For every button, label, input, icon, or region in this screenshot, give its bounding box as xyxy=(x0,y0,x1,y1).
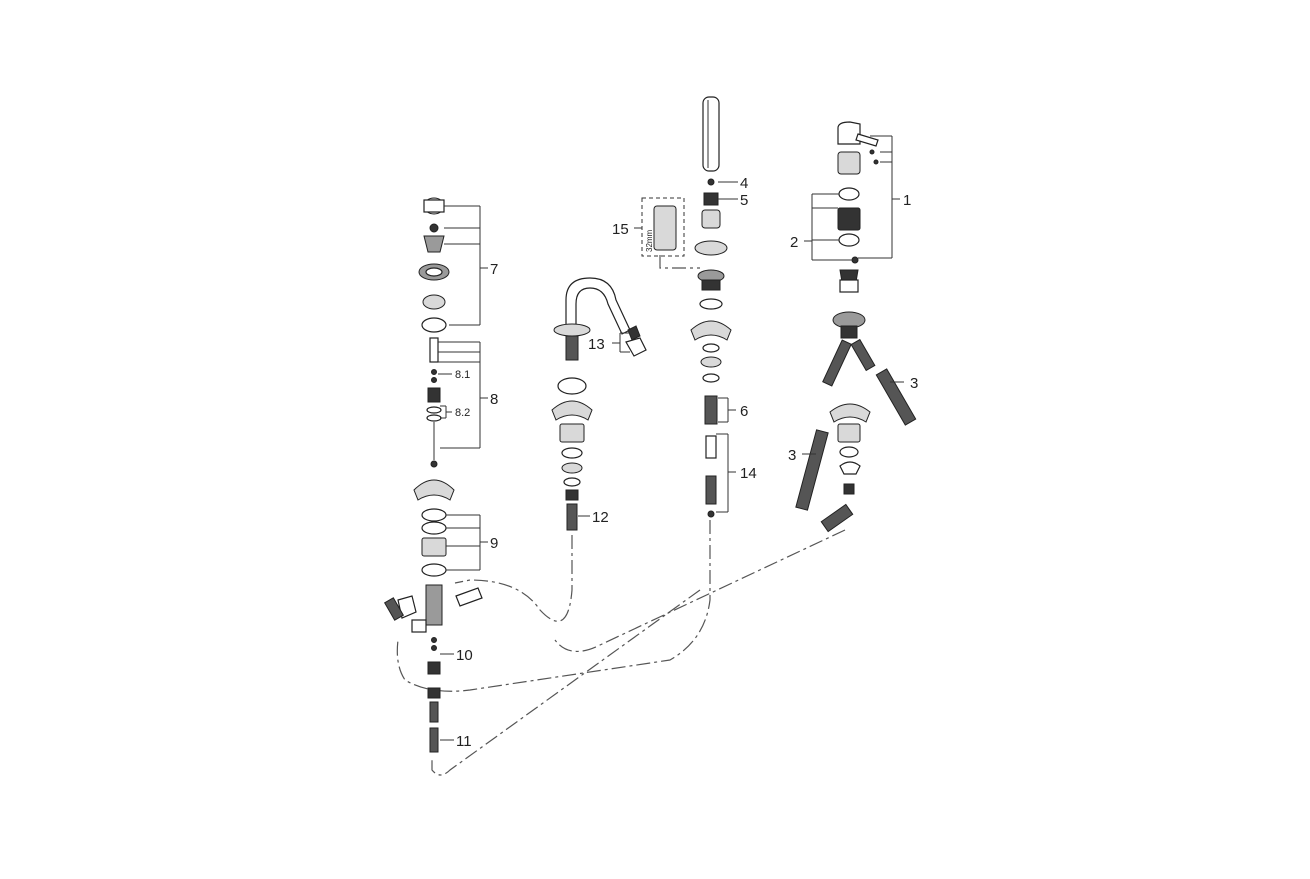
label-4: 4 xyxy=(740,175,748,192)
label-1: 1 xyxy=(903,192,911,209)
bracket-7 xyxy=(444,205,488,326)
label-11: 11 xyxy=(456,733,472,750)
label-9: 9 xyxy=(490,535,498,552)
connection-line xyxy=(431,589,701,776)
spout-assembly xyxy=(551,277,647,531)
label-2: 2 xyxy=(790,234,798,251)
bracket-13 xyxy=(612,332,630,353)
connection-line xyxy=(554,529,846,652)
label-8-2: 8.2 xyxy=(455,407,470,419)
left-valve-assembly xyxy=(383,197,483,753)
label-6: 6 xyxy=(740,403,748,420)
label-13: 13 xyxy=(588,336,605,353)
connection-line xyxy=(396,520,711,692)
bracket-6 xyxy=(718,397,736,423)
label-14: 14 xyxy=(740,465,757,482)
bracket-1 xyxy=(858,135,900,259)
label-10: 10 xyxy=(456,647,473,664)
label-8: 8 xyxy=(490,391,498,408)
hand-shower-assembly xyxy=(690,96,732,518)
label-3b: 3 xyxy=(788,447,796,464)
dimension-label: 32mm xyxy=(645,229,654,252)
bracket-8 xyxy=(438,341,488,449)
bracket-9 xyxy=(446,514,488,571)
label-3a: 3 xyxy=(910,375,918,392)
lever-mixer-assembly xyxy=(795,121,917,533)
label-7: 7 xyxy=(490,261,498,278)
bracket-14 xyxy=(716,433,736,513)
label-12: 12 xyxy=(592,509,609,526)
bracket-2 xyxy=(804,193,852,261)
label-8-1: 8.1 xyxy=(455,369,470,381)
part-15-box xyxy=(634,197,685,257)
connection-line xyxy=(659,255,700,269)
label-15: 15 xyxy=(612,221,629,238)
connection-line xyxy=(454,535,573,622)
label-5: 5 xyxy=(740,192,748,209)
